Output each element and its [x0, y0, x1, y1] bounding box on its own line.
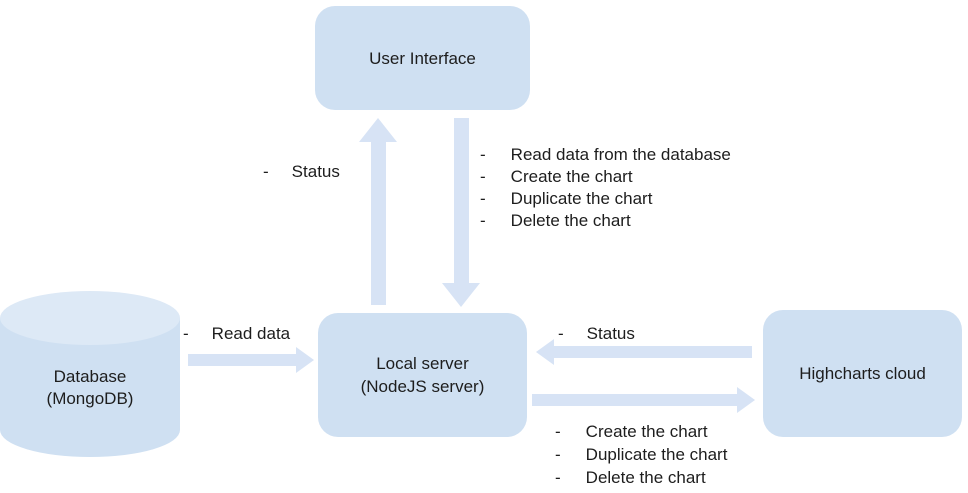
arrow-shaft — [532, 394, 738, 406]
list-item-text: Read data from the database — [510, 145, 731, 164]
arrow-shaft — [454, 118, 469, 284]
label-status-cloud: - Status — [558, 324, 635, 344]
list-item-text: Create the chart — [510, 167, 633, 186]
label-read-data-text: Read data — [211, 324, 291, 343]
list-item: - Delete the chart — [555, 466, 727, 489]
arrow-head-right-icon — [296, 347, 314, 373]
list-item-text: Delete the chart — [510, 211, 631, 230]
bullet-dash: - — [555, 445, 561, 464]
node-database-label-line2: (MongoDB) — [46, 389, 134, 408]
bullet-dash: - — [555, 468, 561, 487]
list-item-text: Delete the chart — [585, 468, 706, 487]
list-item-text: Create the chart — [585, 422, 708, 441]
arrow-head-left-icon — [536, 339, 554, 365]
bullet-dash: - — [558, 324, 564, 343]
list-item: - Delete the chart — [480, 210, 731, 232]
arrow-shaft — [371, 140, 386, 305]
label-list-server-to-cloud: - Create the chart - Duplicate the chart… — [555, 420, 727, 489]
node-highcharts-cloud: Highcharts cloud — [763, 310, 962, 437]
arrow-shaft — [188, 354, 298, 366]
list-item: - Read data from the database — [480, 144, 731, 166]
bullet-dash: - — [480, 189, 486, 208]
list-item: - Duplicate the chart — [555, 443, 727, 466]
list-item: - Duplicate the chart — [480, 188, 731, 210]
database-cylinder-top — [0, 291, 180, 345]
node-highcharts-cloud-label: Highcharts cloud — [799, 364, 926, 383]
bullet-dash: - — [555, 422, 561, 441]
list-item-text: Duplicate the chart — [510, 189, 653, 208]
label-read-data: - Read data — [183, 324, 290, 344]
node-local-server: Local server (NodeJS server) — [318, 313, 527, 437]
label-list-ui-to-server: - Read data from the database - Create t… — [480, 144, 731, 232]
node-user-interface-label: User Interface — [369, 48, 476, 68]
bullet-dash: - — [183, 324, 189, 343]
list-item-text: Duplicate the chart — [585, 445, 728, 464]
node-database-label-line1: Database — [53, 367, 127, 386]
bullet-dash: - — [480, 211, 486, 230]
arrow-head-right-icon — [737, 387, 755, 413]
bullet-dash: - — [263, 162, 269, 181]
bullet-dash: - — [480, 167, 486, 186]
list-item: - Create the chart — [555, 420, 727, 443]
node-local-server-label-line2: (NodeJS server) — [360, 377, 485, 396]
arrow-head-down-icon — [442, 283, 480, 307]
list-item: - Create the chart — [480, 166, 731, 188]
arrow-head-up-icon — [359, 118, 397, 142]
node-database-label: Database (MongoDB) — [0, 366, 180, 410]
node-local-server-label-line1: Local server — [376, 354, 469, 373]
arrow-shaft — [553, 346, 752, 358]
label-status-ui-text: Status — [291, 162, 340, 181]
label-status-ui: - Status — [263, 162, 340, 182]
label-status-cloud-text: Status — [586, 324, 635, 343]
node-user-interface: User Interface — [315, 6, 530, 110]
bullet-dash: - — [480, 145, 486, 164]
